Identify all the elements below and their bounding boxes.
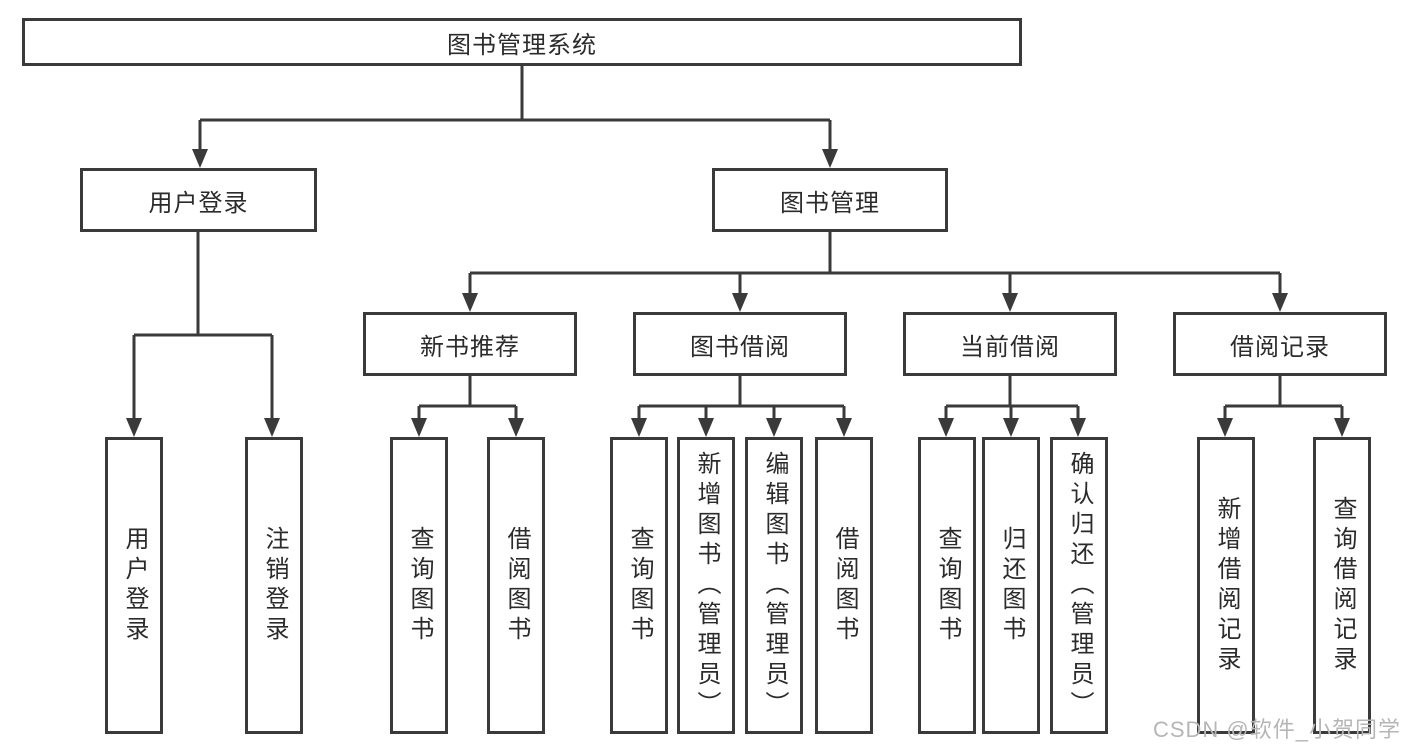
leaf-logout-label: 注销登录 [261,525,288,646]
node-book-borrow-label: 图书借阅 [690,333,790,361]
leaf-return-books-label: 归还图书 [998,525,1025,646]
leaf-logout: 注销登录 [245,437,303,734]
leaf-edit-books-admin: 编辑图书（管理员） [745,437,803,734]
leaf-confirm-return-admin: 确认归还（管理员） [1050,437,1108,734]
leaf-return-books: 归还图书 [982,437,1040,734]
leaf-query-books-2: 查询图书 [610,437,668,734]
node-user-login-label: 用户登录 [148,189,249,217]
leaf-confirm-return-admin-label: 确认归还（管理员） [1066,450,1093,721]
leaf-borrow-books-2-label: 借阅图书 [831,525,858,646]
leaf-add-borrow-record: 新增借阅记录 [1197,437,1255,734]
leaf-query-books-1: 查询图书 [390,437,448,734]
leaf-add-books-admin-label: 新增图书（管理员） [693,450,720,721]
node-new-book-recommend: 新书推荐 [363,312,577,376]
node-system-label: 图书管理系统 [447,31,597,59]
leaf-borrow-books-1-label: 借阅图书 [503,525,530,646]
leaf-query-books-3-label: 查询图书 [934,525,961,646]
leaf-borrow-books-2: 借阅图书 [815,437,873,734]
leaf-query-books-2-label: 查询图书 [626,525,653,646]
watermark: CSDN @软件_小贺同学 [1152,717,1401,742]
leaf-user-login: 用户登录 [105,437,163,734]
leaf-query-books-1-label: 查询图书 [406,525,433,646]
node-book-management-label: 图书管理 [780,189,880,217]
leaf-user-login-label: 用户登录 [121,525,148,646]
arrowheads [126,149,1350,437]
leaf-query-borrow-record: 查询借阅记录 [1313,437,1371,734]
node-new-book-recommend-label: 新书推荐 [420,333,520,361]
leaf-query-books-3: 查询图书 [918,437,976,734]
leaf-edit-books-admin-label: 编辑图书（管理员） [761,450,788,721]
node-book-management: 图书管理 [712,168,948,232]
node-book-borrow: 图书借阅 [633,312,847,376]
leaf-add-borrow-record-label: 新增借阅记录 [1213,495,1240,676]
leaf-query-borrow-record-label: 查询借阅记录 [1329,495,1356,676]
node-current-borrow: 当前借阅 [903,312,1117,376]
node-current-borrow-label: 当前借阅 [960,333,1060,361]
node-user-login: 用户登录 [80,168,317,232]
leaf-borrow-books-1: 借阅图书 [487,437,545,734]
node-borrow-records: 借阅记录 [1173,312,1387,376]
leaf-add-books-admin: 新增图书（管理员） [677,437,735,734]
node-borrow-records-label: 借阅记录 [1230,333,1330,361]
node-system: 图书管理系统 [22,18,1022,66]
